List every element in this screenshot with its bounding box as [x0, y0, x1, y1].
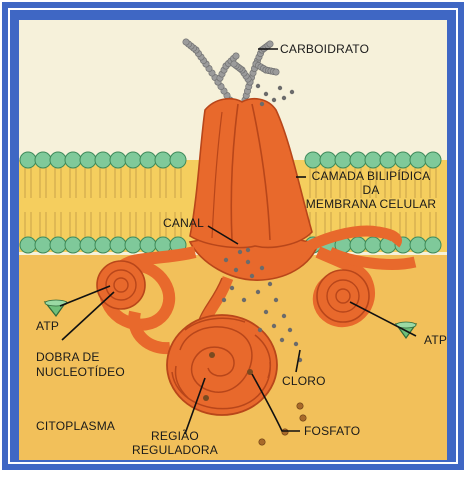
lipid-head [95, 237, 111, 253]
label-regiao-line1: REGIÃO [120, 430, 230, 443]
label-canal: CANAL [163, 217, 204, 230]
lipid-head [50, 152, 66, 168]
label-carboidrato: CARBOIDRATO [280, 43, 369, 56]
label-regiao-line2: REGULADORA [120, 444, 230, 457]
sugar-bead [273, 69, 279, 75]
phosphate-group [297, 403, 303, 409]
chloride-ion [280, 338, 284, 342]
chloride-ion [242, 298, 246, 302]
label-camada-line3: MEMBRANA CELULAR [296, 198, 446, 211]
chloride-ion [230, 286, 234, 290]
chloride-ion [234, 268, 238, 272]
lipid-head [425, 152, 441, 168]
chloride-ion [246, 260, 250, 264]
chloride-ion [268, 282, 272, 286]
lipid-head [425, 237, 441, 253]
chloride-ion [224, 258, 228, 262]
chloride-ion [238, 250, 242, 254]
chloride-ion [256, 84, 260, 88]
chloride-ion [282, 96, 286, 100]
chloride-ion [278, 86, 282, 90]
lipid-head [20, 237, 36, 253]
sugar-bead [231, 61, 237, 67]
lipid-head [365, 152, 381, 168]
chloride-ion [264, 310, 268, 314]
label-citoplasma: CITOPLASMA [36, 420, 115, 433]
lipid-head [395, 152, 411, 168]
lipid-head [125, 237, 141, 253]
nucleotide-fold-right [317, 270, 369, 322]
lipid-head [50, 237, 66, 253]
lipid-head [155, 152, 171, 168]
lipid-head [35, 152, 51, 168]
lipid-head [350, 237, 366, 253]
lipid-head [335, 152, 351, 168]
chloride-ion [264, 92, 268, 96]
chloride-ion [256, 290, 260, 294]
lipid-head [140, 152, 156, 168]
chloride-ion [288, 328, 292, 332]
lipid-head [125, 152, 141, 168]
lipid-head [350, 152, 366, 168]
lipid-head [170, 152, 186, 168]
chloride-ion [282, 314, 286, 318]
label-dobra-line2: NUCLEOTÍDEO [36, 366, 125, 379]
chloride-ion [222, 298, 226, 302]
phosphate-group [300, 415, 306, 421]
lipid-head [110, 152, 126, 168]
chloride-ion [246, 248, 250, 252]
lipid-head [80, 237, 96, 253]
chloride-ion [258, 328, 262, 332]
lipid-head [410, 152, 426, 168]
chloride-ion [294, 342, 298, 346]
lipid-head [110, 237, 126, 253]
label-fosfato: FOSFATO [304, 425, 360, 438]
lipid-head [140, 237, 156, 253]
lipid-head [95, 152, 111, 168]
phosphate-group [282, 429, 288, 435]
sugar-bead [183, 39, 189, 45]
label-atp-left: ATP [36, 320, 59, 333]
lipid-head [320, 152, 336, 168]
phosphate-group [259, 439, 265, 445]
label-atp-right: ATP [424, 334, 447, 347]
chloride-ion [260, 266, 264, 270]
lipid-head [365, 237, 381, 253]
lipid-head [305, 152, 321, 168]
chloride-ion [272, 98, 276, 102]
label-camada-line1: CAMADA BILIPÍDICA [296, 170, 446, 183]
sugar-bead [267, 41, 273, 47]
sugar-bead [233, 53, 239, 59]
label-cloro: CLORO [282, 375, 326, 388]
chloride-ion [250, 274, 254, 278]
lipid-head [80, 152, 96, 168]
label-dobra-line1: DOBRA DE [36, 351, 100, 364]
lipid-head [65, 152, 81, 168]
chloride-ion [260, 102, 264, 106]
chloride-ion [290, 90, 294, 94]
lipid-head [410, 237, 426, 253]
label-camada-line2: DA [296, 184, 446, 197]
lipid-head [35, 237, 51, 253]
chloride-ion [274, 298, 278, 302]
lipid-head [65, 237, 81, 253]
chloride-ion [272, 324, 276, 328]
lipid-head [380, 152, 396, 168]
lipid-head [20, 152, 36, 168]
